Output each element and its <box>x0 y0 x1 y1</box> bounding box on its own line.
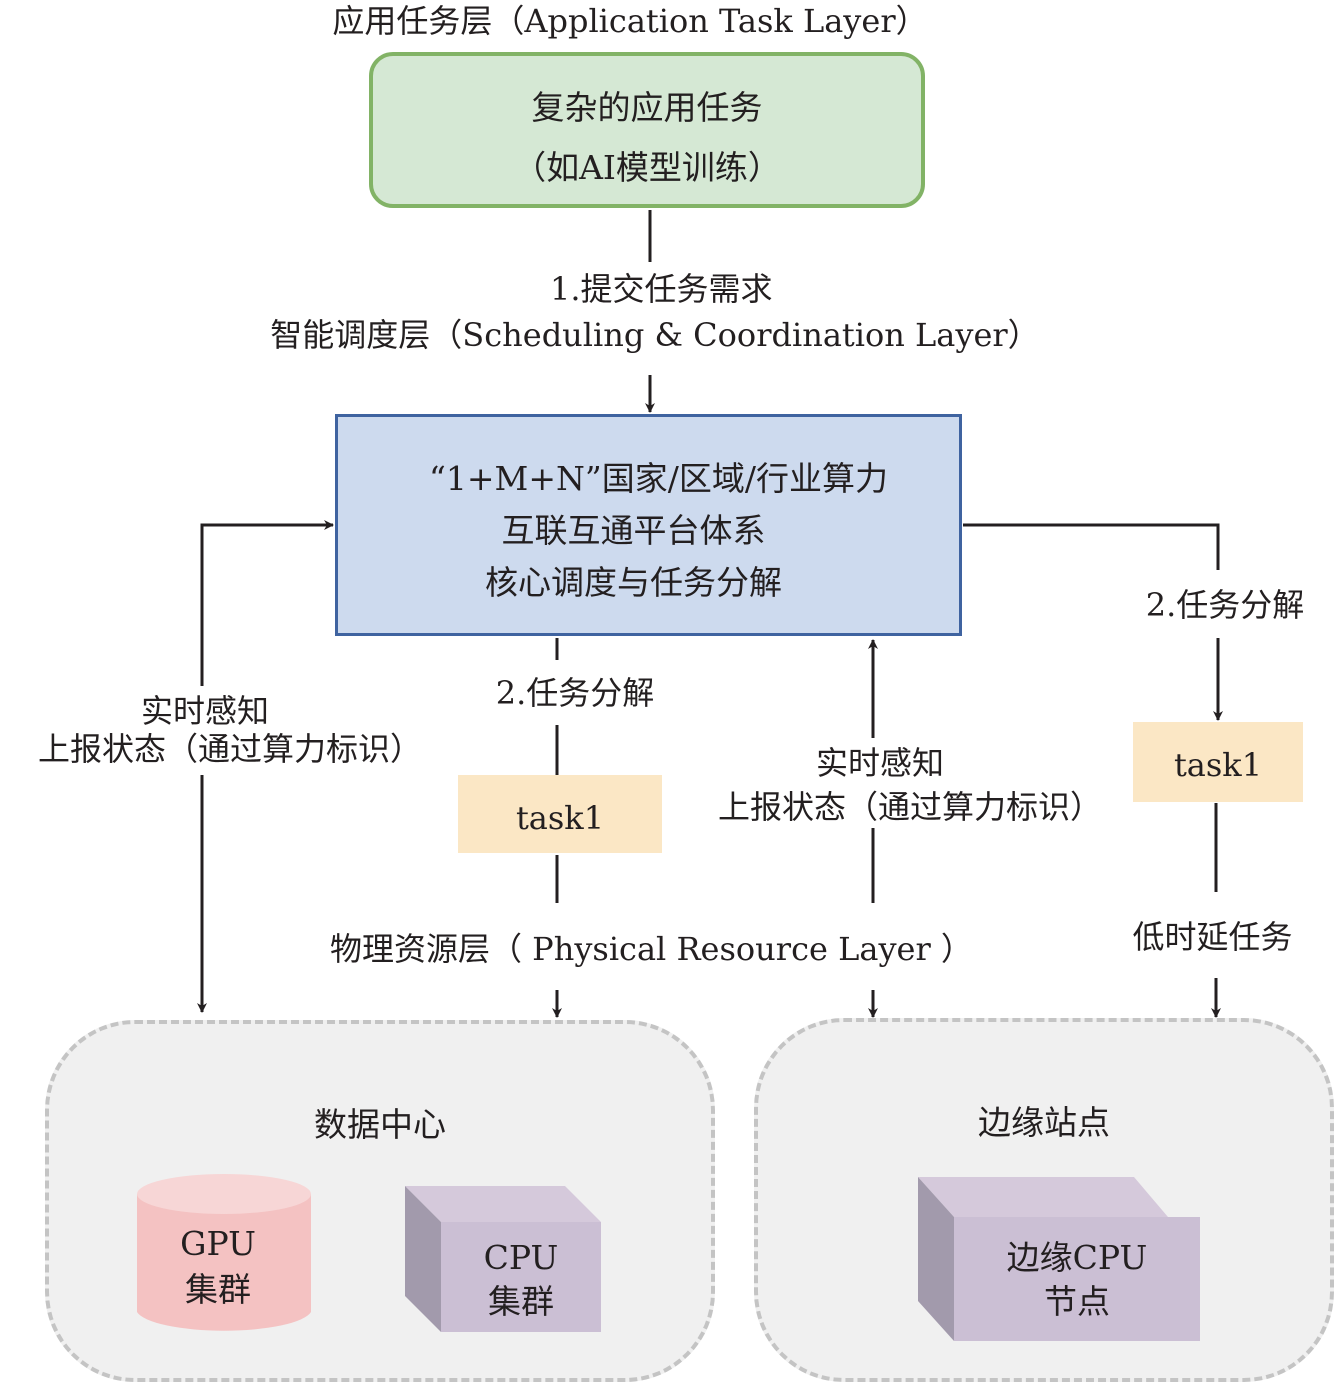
datacenter-zone: 数据中心 GPU 集群 CPU 集群 <box>45 1020 715 1382</box>
cpu-cluster-cube-icon <box>405 1186 601 1332</box>
gpu-cluster-label-line1: GPU <box>180 1224 256 1263</box>
application-task-box: 复杂的应用任务 （如AI模型训练） <box>369 52 925 208</box>
application-box-line1: 复杂的应用任务 <box>531 88 763 127</box>
scheduling-layer-title: 智能调度层（Scheduling & Coordination Layer） <box>270 316 1040 354</box>
report-left-label-line2: 上报状态（通过算力标识） <box>10 730 450 768</box>
datacenter-title: 数据中心 <box>314 1105 446 1144</box>
task-box-right: task1 <box>1133 722 1303 802</box>
report-left-label-line1: 实时感知 <box>110 692 300 730</box>
submit-label: 1.提交任务需求 <box>550 270 773 308</box>
application-layer-title: 应用任务层（Application Task Layer） <box>332 2 928 40</box>
edge-site-title: 边缘站点 <box>978 1103 1110 1142</box>
cpu-cluster-label-line1: CPU <box>483 1238 559 1277</box>
edge-site-zone: 边缘站点 边缘CPU 节点 <box>754 1018 1334 1382</box>
application-box-line2: （如AI模型训练） <box>513 148 781 187</box>
scheduling-box-line2: 互联互通平台体系 <box>501 511 766 550</box>
physical-layer-title: 物理资源层（ Physical Resource Layer ） <box>330 930 973 968</box>
decompose-mid-label: 2.任务分解 <box>480 674 670 712</box>
low-latency-label: 低时延任务 <box>1115 918 1310 956</box>
scheduling-platform-box: “1+M+N”国家/区域/行业算力 互联互通平台体系 核心调度与任务分解 <box>335 414 962 636</box>
decompose-right-connector <box>963 523 1220 570</box>
decompose-right-label: 2.任务分解 <box>1130 586 1320 624</box>
edge-cpu-node-label-line2: 节点 <box>1044 1282 1110 1321</box>
edge-cpu-node-cube-icon <box>918 1177 1200 1341</box>
edge-cpu-node-label-line1: 边缘CPU <box>1006 1238 1148 1277</box>
report-mid-label-line1: 实时感知 <box>790 744 970 782</box>
report-mid-label-line2: 上报状态（通过算力标识） <box>690 788 1130 826</box>
cpu-cluster-label-line2: 集群 <box>488 1282 554 1321</box>
report-left-connector-top <box>200 520 334 686</box>
gpu-cluster-label-line2: 集群 <box>185 1270 251 1309</box>
task-box-mid: task1 <box>458 775 662 853</box>
scheduling-box-line3: 核心调度与任务分解 <box>485 563 782 602</box>
scheduling-box-line1: “1+M+N”国家/区域/行业算力 <box>429 459 888 498</box>
gpu-cluster-cylinder-icon <box>137 1174 311 1331</box>
